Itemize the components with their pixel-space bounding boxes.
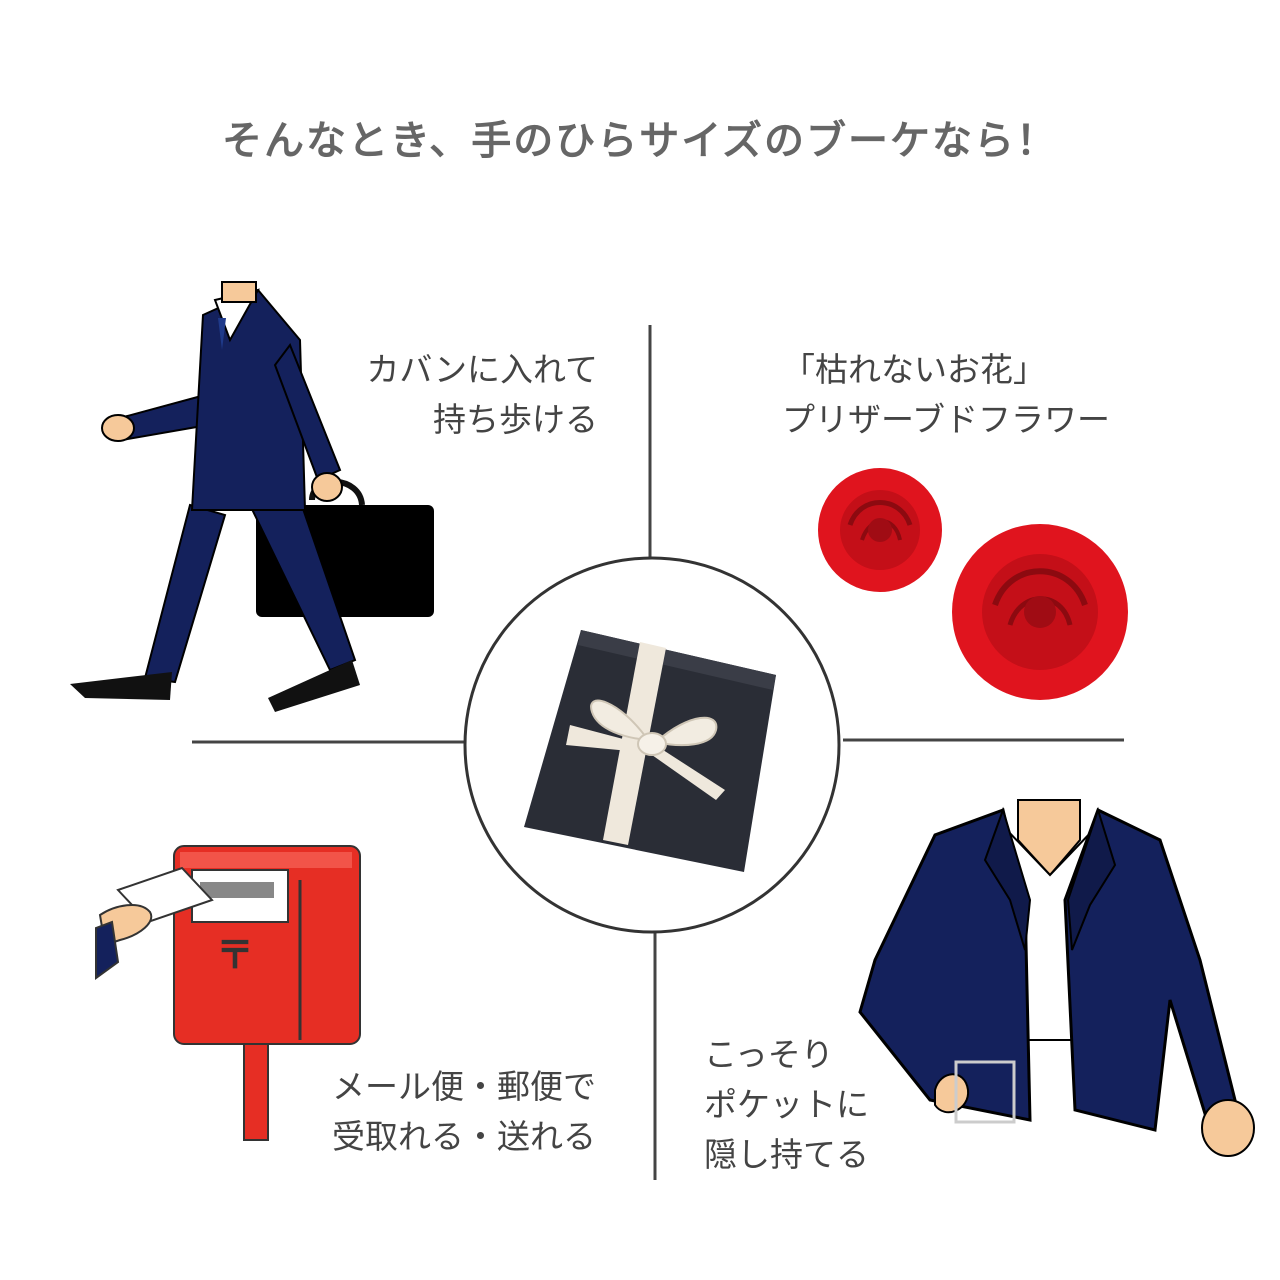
caption-carry-in-bag: カバンに入れて 持ち歩ける xyxy=(366,350,598,439)
caption-pocket: こっそり ポケットに 隠し持てる xyxy=(704,1035,869,1174)
preserved-roses-icon xyxy=(818,468,1128,700)
jacket-pocket-icon xyxy=(858,799,1255,1157)
divider-lines xyxy=(192,325,1124,1180)
caption-preserved-flower: 「枯れないお花」 プリザーブドフラワー xyxy=(782,350,1111,439)
caption-mail-delivery: メール便・郵便で 受取れる・送れる xyxy=(332,1067,596,1156)
svg-text:〒: 〒 xyxy=(216,933,254,977)
gift-box-icon xyxy=(524,630,776,872)
walking-businessman-icon xyxy=(70,281,434,712)
mailbox-icon: 〒 xyxy=(95,845,361,1141)
page-title: そんなとき、手のひらサイズのブーケなら！ xyxy=(222,118,1058,164)
